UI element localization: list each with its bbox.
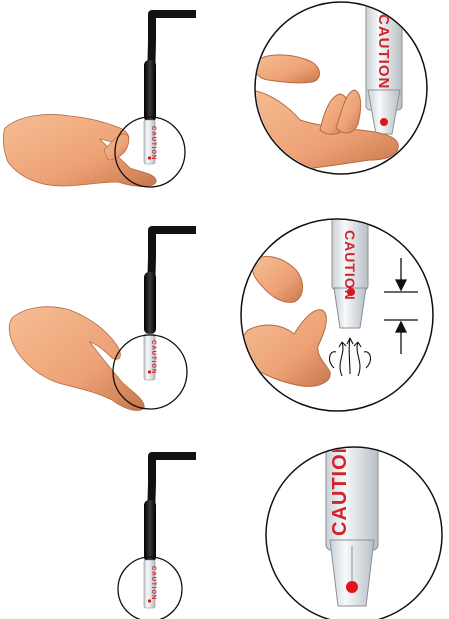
step-3-overview: CAUTION <box>118 456 196 619</box>
step-3-detail: CAUTION <box>266 438 442 619</box>
probe-caution-label: CAUTION <box>375 14 392 89</box>
step-2-detail: CAUTION <box>241 206 433 411</box>
probe-cable <box>150 230 196 326</box>
step-2-overview: CAUTION <box>9 230 196 410</box>
indicator-dot <box>347 288 355 296</box>
indicator-dot <box>346 581 358 593</box>
probe-caution-label: CAUTION <box>150 566 156 600</box>
indicator-dot <box>148 156 151 159</box>
probe-caution-label: CAUTION <box>150 126 156 160</box>
step-1-detail: CAUTION <box>240 0 427 174</box>
probe-cap-top <box>340 206 360 216</box>
probe-handle <box>144 500 156 562</box>
probe-caution-label: CAUTION <box>329 438 351 536</box>
probe-cable <box>150 456 196 548</box>
hand <box>9 307 144 411</box>
probe-caution-label: CAUTION <box>150 340 156 374</box>
probe-handle <box>144 272 156 334</box>
indicator-dot <box>148 370 151 373</box>
indicator-dot <box>380 118 388 126</box>
probe-handle <box>144 60 156 122</box>
indicator-dot <box>148 599 151 602</box>
step-1-overview: CAUTION <box>3 14 196 187</box>
hand <box>3 115 156 187</box>
probe-cable <box>150 14 196 118</box>
